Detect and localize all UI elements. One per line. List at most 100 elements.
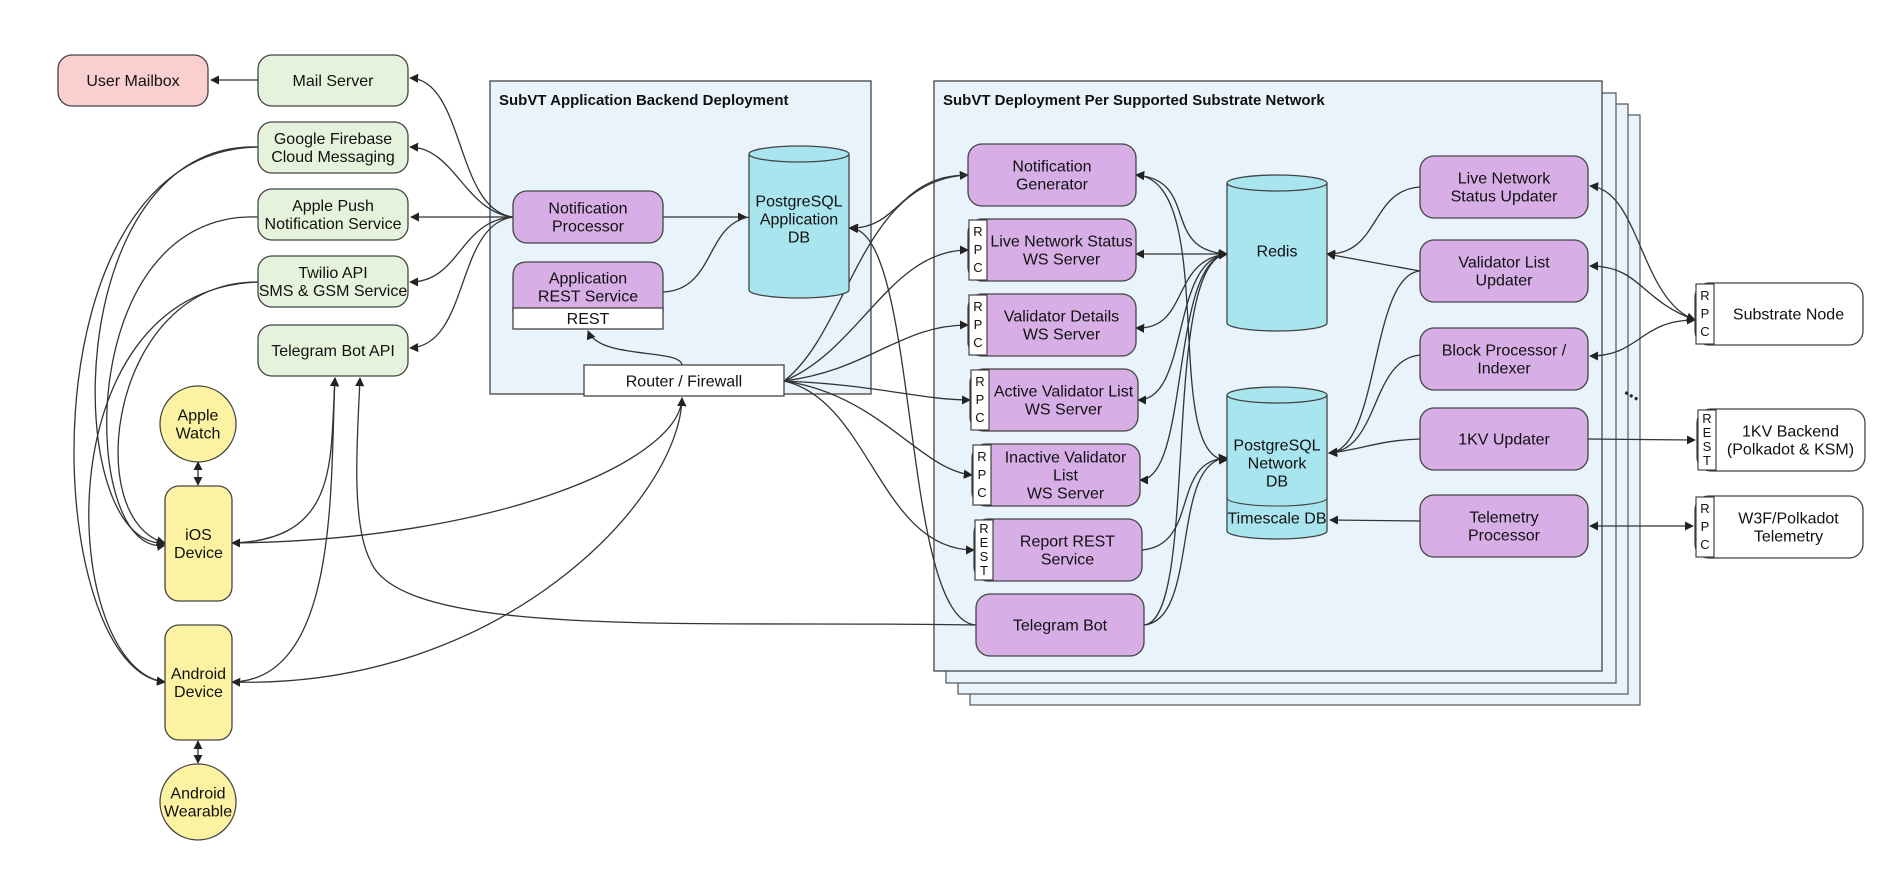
edge-router-live (783, 245, 969, 382)
telegram-bot-node: Telegram Bot (975, 593, 1145, 657)
edge-bot-redis (1143, 250, 1228, 626)
redis-label: Redis (1257, 244, 1298, 261)
edge-router-notif-gen (783, 170, 969, 382)
edge-vl-updater-db (1328, 270, 1421, 458)
edge-report-db (1141, 453, 1228, 551)
edge-router-to-rest (586, 330, 683, 366)
telegram-api-label: Telegram Bot API (271, 343, 395, 360)
mail-server-label: Mail Server (293, 73, 375, 90)
edge-rest-to-app-db (662, 216, 750, 293)
edge-vl-updater-redis (1326, 250, 1421, 272)
edge-apple-push-to-ios (106, 216, 259, 551)
edge-notif-to-firebase (409, 142, 514, 218)
edge-bot-db (1143, 453, 1228, 626)
edge-router-inactive (783, 380, 973, 479)
user-mailbox-label: User Mailbox (86, 73, 179, 90)
edge-live-updater-redis (1326, 186, 1421, 259)
edge-1kv-db (1328, 438, 1421, 457)
edge-bot-to-telegram-api (355, 377, 977, 626)
onekv-backend-label: 1KV Backend(Polkadot & KSM) (1727, 424, 1854, 459)
onekv-updater-label: 1KV Updater (1458, 432, 1550, 449)
edge-router-active (783, 380, 971, 405)
mail-server-node: Mail Server (257, 54, 409, 107)
edge-firebase-to-ios (94, 146, 259, 549)
onekv-updater-node: 1KV Updater (1419, 407, 1589, 471)
edge-ios-to-telegram-api (231, 377, 340, 544)
edge-telemetry-timescale (1329, 515, 1421, 525)
app-rest-port-tag: REST (567, 311, 610, 328)
edge-substrate-block (1589, 315, 1696, 361)
router-node: Router / Firewall (583, 364, 785, 397)
edge-app-db-notif-gen (848, 174, 969, 233)
edge-router-report (783, 380, 975, 555)
edge-1kv-backend (1587, 435, 1696, 445)
edge-ios-to-router (231, 397, 687, 548)
edge-twilio-to-ios (117, 281, 259, 546)
edge-firebase-to-android (73, 146, 259, 686)
network-group-title: SubVT Deployment Per Supported Substrate… (943, 92, 1325, 109)
telegram-bot-label: Telegram Bot (1013, 618, 1108, 635)
edge-twilio-to-android (88, 281, 259, 686)
block-processor-node: Block Processor /Indexer (1419, 327, 1589, 391)
block-processor-label: Block Processor /Indexer (1442, 343, 1567, 378)
edge-router-details (783, 320, 969, 382)
timescale-label: Timescale DB (1228, 511, 1327, 528)
edge-bot-to-app-db (849, 223, 977, 626)
edge-block-db (1328, 354, 1421, 458)
router-label: Router / Firewall (626, 374, 742, 391)
edge-android-to-telegram-api (231, 377, 340, 683)
app-backend-group-title: SubVT Application Backend Deployment (499, 92, 788, 109)
substrate-node-label: Substrate Node (1733, 307, 1844, 324)
edge-android-to-router (231, 397, 687, 687)
